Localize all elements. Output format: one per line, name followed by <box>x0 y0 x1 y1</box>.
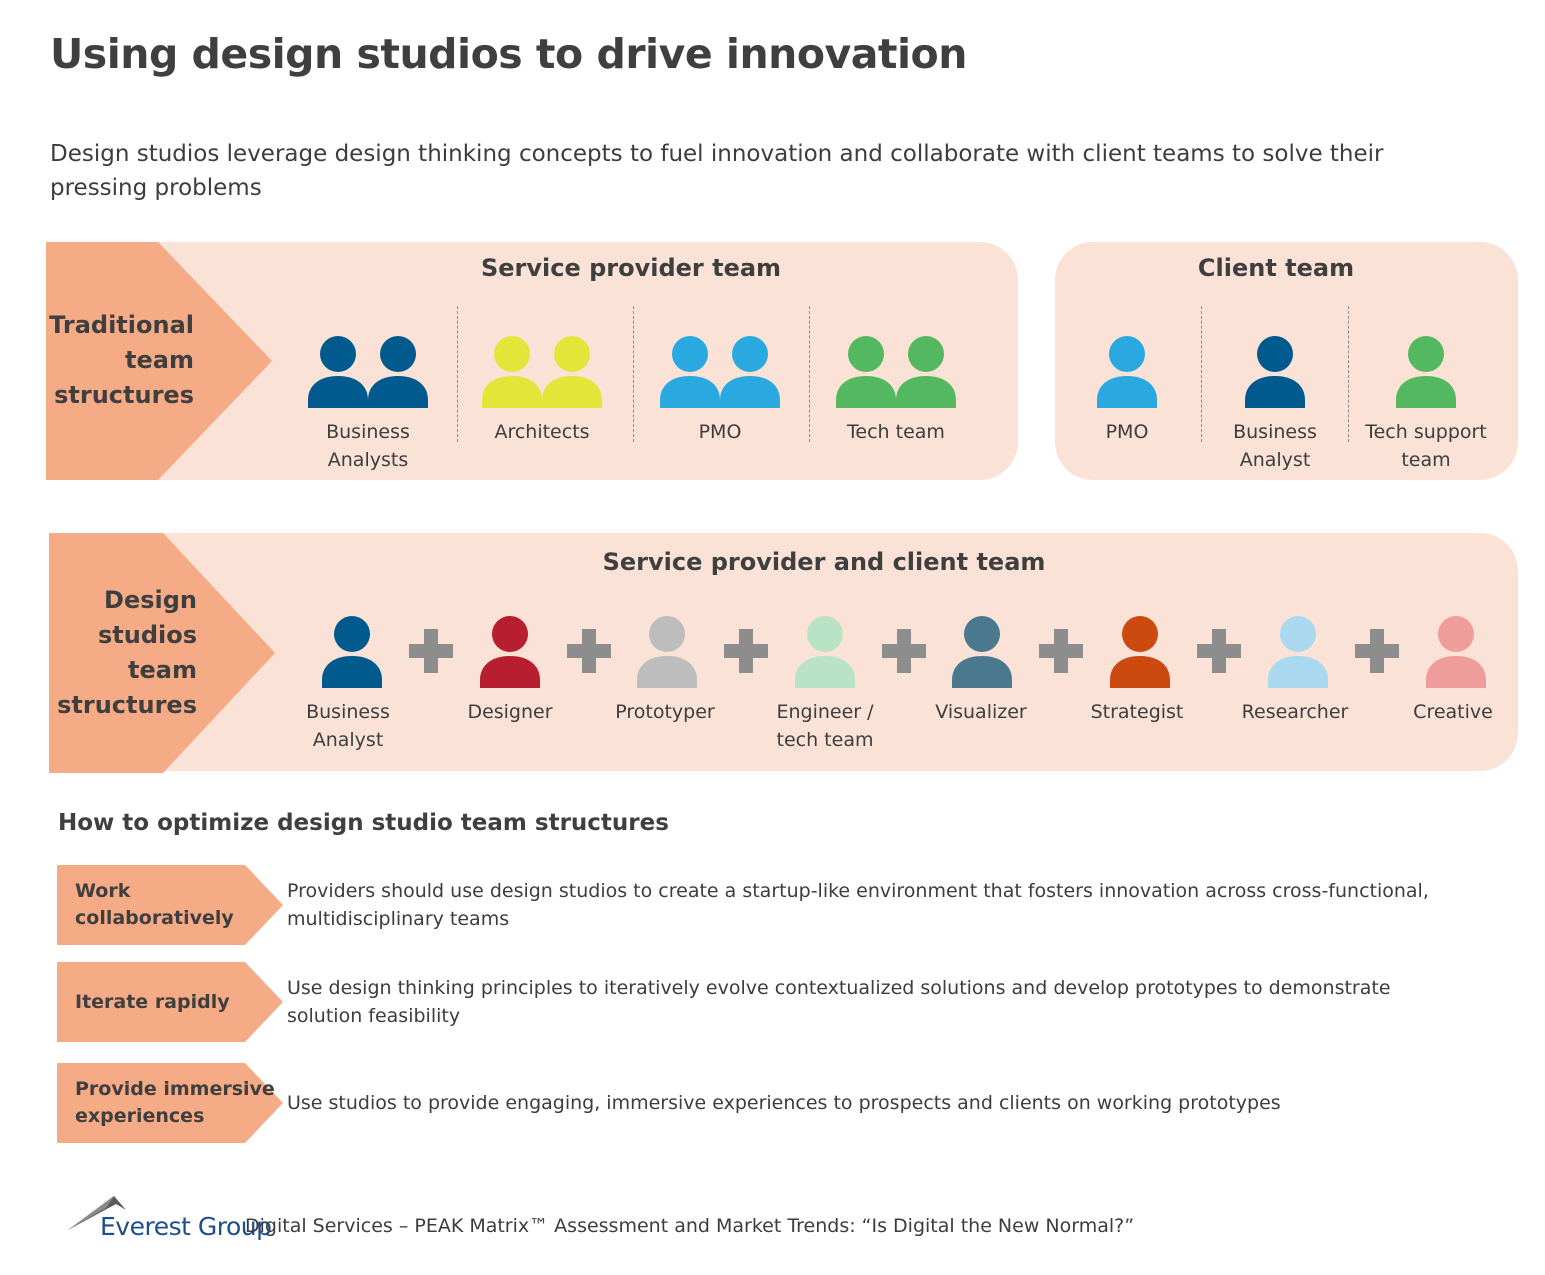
team-group-label: Researcher <box>1241 701 1349 723</box>
dashed-divider <box>633 306 634 442</box>
team-group-role-strategist: Strategist <box>1055 616 1225 726</box>
team-group-role-researcher: Researcher <box>1213 616 1383 726</box>
plus-icon <box>881 629 926 673</box>
person-icon <box>1426 616 1486 688</box>
person-icon <box>720 336 780 408</box>
people-icons <box>283 336 453 408</box>
people-icons <box>582 616 752 688</box>
person-icon <box>1245 336 1305 408</box>
team-group-label: Strategist <box>1090 701 1184 723</box>
optimize-tag-label: Work collaboratively <box>75 880 234 929</box>
people-icons <box>1042 336 1212 408</box>
team-group-role-designer: Designer <box>425 616 595 726</box>
dashed-divider <box>1348 306 1349 442</box>
person-icon <box>637 616 697 688</box>
person-icon <box>836 336 896 408</box>
dashed-divider <box>809 306 810 442</box>
people-icons <box>1055 616 1225 688</box>
person-icon <box>795 616 855 688</box>
team-group-label: Business Analyst <box>1233 421 1317 471</box>
plus-icon <box>1197 629 1241 673</box>
optimize-tag-label: Iterate rapidly <box>75 990 230 1013</box>
team-group-label: Business Analysts <box>326 421 410 471</box>
optimize-heading: How to optimize design studio team struc… <box>58 810 669 836</box>
page-title: Using design studios to drive innovation <box>50 30 967 78</box>
optimize-description: Use design thinking principles to iterat… <box>287 977 1391 1027</box>
team-group-architects: Architects <box>457 336 627 446</box>
team-group-label: Tech support team <box>1365 421 1487 471</box>
team-group-role-prototyper: Prototyper <box>582 616 752 726</box>
optimize-description: Providers should use design studios to c… <box>287 880 1429 930</box>
team-group-pmo: PMO <box>635 336 805 446</box>
person-icon <box>1396 336 1456 408</box>
optimize-tag-iterate-rapidly: Iterate rapidly <box>57 962 283 1042</box>
person-icon <box>952 616 1012 688</box>
team-group-role-visualizer: Visualizer <box>897 616 1067 726</box>
person-icon <box>542 336 602 408</box>
person-icon <box>1110 616 1170 688</box>
optimize-description: Use studios to provide engaging, immersi… <box>287 1092 1281 1114</box>
people-icons <box>267 616 437 688</box>
plus-icon <box>409 629 453 673</box>
people-icons <box>1190 336 1360 408</box>
team-group-role-engineer-tech-team: Engineer / tech team <box>740 616 910 754</box>
team-group-client-business-analyst: Business Analyst <box>1190 336 1360 474</box>
people-icons <box>1341 336 1511 408</box>
team-group-client-tech-support-team: Tech support team <box>1341 336 1511 474</box>
team-group-client-pmo: PMO <box>1042 336 1212 446</box>
people-icons <box>425 616 595 688</box>
team-group-label: PMO <box>1105 421 1149 443</box>
optimize-tag-provide-immersive-experiences: Provide immersive experiences <box>57 1063 283 1143</box>
team-group-label: Visualizer <box>935 701 1027 723</box>
team-group-label: Prototyper <box>615 701 715 723</box>
team-group-label: PMO <box>698 421 742 443</box>
people-icons <box>1371 616 1541 688</box>
person-icon <box>368 336 428 408</box>
team-group-label: Tech team <box>847 421 945 443</box>
team-group-role-business-analyst: Business Analyst <box>267 616 437 754</box>
person-icon <box>322 616 382 688</box>
plus-icon <box>1355 629 1399 673</box>
optimize-tag-label: Provide immersive experiences <box>75 1078 275 1127</box>
person-icon <box>482 336 542 408</box>
source-note: Digital Services – PEAK Matrix™ Assessme… <box>245 1215 1135 1237</box>
people-icons <box>457 336 627 408</box>
team-group-label: Designer <box>467 701 553 723</box>
provider-team-title: Service provider team <box>480 254 782 282</box>
people-icons <box>635 336 805 408</box>
people-icons <box>1213 616 1383 688</box>
traditional-arrow: Traditional team structures <box>46 242 274 480</box>
person-icon <box>1268 616 1328 688</box>
person-icon <box>308 336 368 408</box>
client-team-title: Client team <box>1197 254 1355 282</box>
team-group-label: Business Analyst <box>306 701 390 751</box>
dashed-divider <box>1201 306 1202 442</box>
page-subtitle: Design studios leverage design thinking … <box>50 141 1384 201</box>
people-icons <box>897 616 1067 688</box>
design-team-panel <box>124 533 1518 771</box>
everest-group-logo: Everest Group <box>66 1192 272 1247</box>
logo-text: Everest Group <box>100 1212 272 1241</box>
dashed-divider <box>457 306 458 442</box>
team-group-label: Creative <box>1413 701 1493 723</box>
team-group-label: Engineer / tech team <box>776 701 874 751</box>
team-group-label: Architects <box>494 421 590 443</box>
person-icon <box>660 336 720 408</box>
optimize-tag-work-collaboratively: Work collaboratively <box>57 865 283 945</box>
plus-icon <box>566 629 611 673</box>
design-team-title: Service provider and client team <box>602 548 1046 576</box>
person-icon <box>1097 336 1157 408</box>
people-icons <box>811 336 981 408</box>
design-label: Design studios team structures <box>57 586 197 719</box>
person-icon <box>896 336 956 408</box>
plus-icon <box>1039 629 1083 673</box>
people-icons <box>740 616 910 688</box>
person-icon <box>480 616 540 688</box>
plus-icon <box>724 629 768 673</box>
traditional-label: Traditional team structures <box>49 311 194 409</box>
team-group-role-creative: Creative <box>1371 616 1541 726</box>
team-group-business-analysts: Business Analysts <box>283 336 453 474</box>
design-arrow: Design studios team structures <box>49 533 277 773</box>
team-group-tech-team: Tech team <box>811 336 981 446</box>
